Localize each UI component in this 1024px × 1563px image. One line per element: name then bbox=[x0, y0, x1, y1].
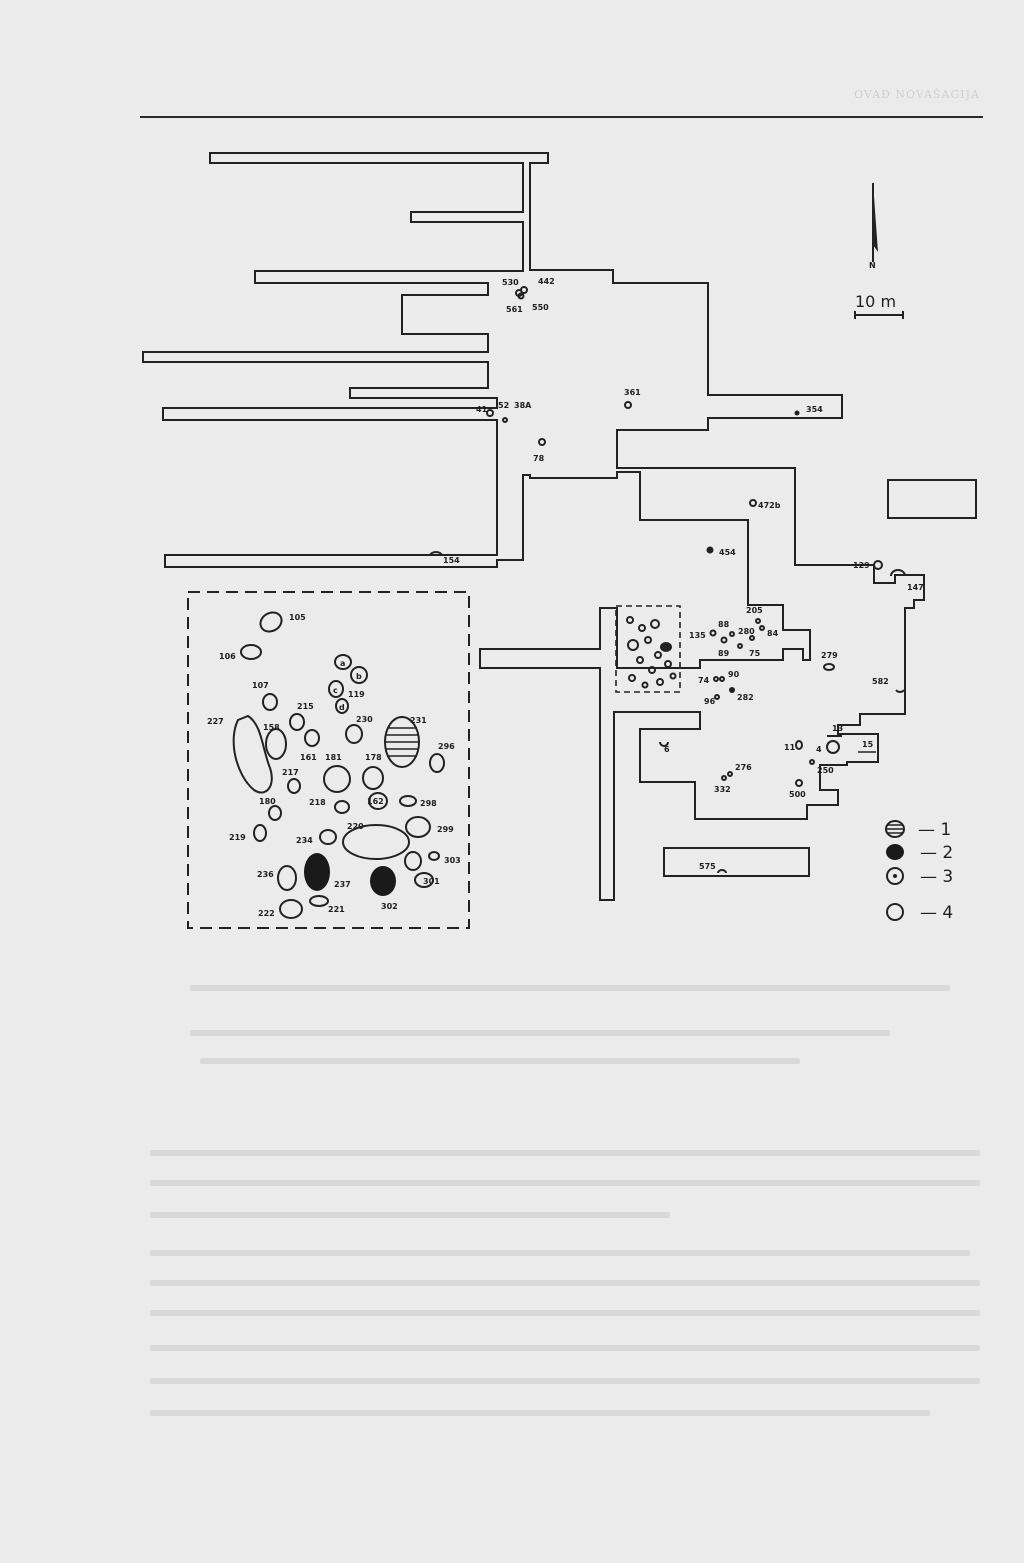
feature-label: 298 bbox=[420, 799, 437, 808]
feature-label: 13 bbox=[832, 724, 843, 733]
running-head: OVAÐ NOVAŠAGIJA bbox=[854, 88, 980, 101]
feature-label: 237 bbox=[334, 880, 351, 889]
feature-label: 582 bbox=[872, 677, 889, 686]
feature-label: 301 bbox=[423, 877, 440, 886]
feature-label: 221 bbox=[328, 905, 345, 914]
feature-cluster-southeast: 13 6 11 4 15 276 250 332 500 575 bbox=[659, 724, 876, 874]
feature-label: 217 bbox=[282, 768, 299, 777]
feature-label: 119 bbox=[348, 690, 365, 699]
trench-outline bbox=[142, 152, 977, 901]
feature-label: 500 bbox=[789, 790, 806, 799]
hatched-pit-231 bbox=[384, 716, 420, 768]
feature-label: 227 bbox=[207, 717, 224, 726]
feature-label: 279 bbox=[821, 651, 838, 660]
feature-label: 52 bbox=[498, 401, 509, 410]
feature-label: 561 bbox=[506, 305, 523, 314]
feature-label: 234 bbox=[296, 836, 313, 845]
excavation-area-central bbox=[615, 605, 681, 693]
feature-label: 276 bbox=[735, 763, 752, 772]
legend-label: — 2 bbox=[920, 843, 953, 863]
feature-label: 250 bbox=[817, 766, 834, 775]
feature-label: 129 bbox=[853, 561, 870, 570]
feature-label: 90 bbox=[728, 670, 740, 679]
feature-label: b bbox=[356, 672, 362, 681]
dotted-circle-icon bbox=[886, 867, 904, 885]
feature-label: 135 bbox=[689, 631, 706, 640]
feature-label: 354 bbox=[806, 405, 823, 414]
feature-label: 230 bbox=[356, 715, 373, 724]
filled-oval-icon bbox=[886, 844, 904, 860]
feature-label: 147 bbox=[907, 583, 924, 592]
feature-label: 158 bbox=[263, 723, 280, 732]
feature-label: 88 bbox=[718, 620, 730, 629]
feature-label: 220 bbox=[347, 822, 364, 831]
feature-label: 302 bbox=[381, 902, 398, 911]
feature-label: a bbox=[340, 659, 345, 668]
feature-label: 236 bbox=[257, 870, 274, 879]
feature-label: 442 bbox=[538, 277, 555, 286]
feature-label: 75 bbox=[749, 649, 761, 658]
feature-label: 154 bbox=[443, 556, 460, 565]
feature-label: 550 bbox=[532, 303, 549, 312]
feature-label: 6 bbox=[664, 745, 670, 754]
feature-label: 219 bbox=[229, 833, 246, 842]
feature-label: 303 bbox=[444, 856, 461, 865]
feature-label: 231 bbox=[410, 716, 427, 725]
feature-cluster-central: 205 88 280 84 135 89 75 279 74 90 96 282… bbox=[626, 606, 905, 706]
feature-label: 4 bbox=[816, 745, 822, 754]
header-rule bbox=[140, 116, 983, 118]
feature-label: 530 bbox=[502, 278, 519, 287]
feature-label: 215 bbox=[297, 702, 314, 711]
legend-label: — 4 bbox=[920, 903, 953, 923]
feature-label: 222 bbox=[258, 909, 275, 918]
scale-bar: 10 m bbox=[854, 292, 904, 319]
feature-label: 38A bbox=[514, 401, 532, 410]
feature-label: c bbox=[333, 686, 338, 695]
feature-label: 106 bbox=[219, 652, 236, 661]
feature-label: 181 bbox=[325, 753, 342, 762]
feature-label: d bbox=[339, 703, 345, 712]
feature-label: 105 bbox=[289, 613, 306, 622]
feature-label: 361 bbox=[624, 388, 641, 397]
feature-label: 41 bbox=[476, 405, 488, 414]
feature-label: 218 bbox=[309, 798, 326, 807]
scale-label: 10 m bbox=[855, 292, 896, 311]
feature-label: 178 bbox=[365, 753, 382, 762]
feature-cluster-west: 105 106 a b c d 119 107 215 158 227 230 … bbox=[207, 611, 461, 919]
feature-label: 162 bbox=[367, 797, 384, 806]
north-arrow-icon: N bbox=[869, 183, 878, 270]
legend-label: — 3 bbox=[920, 867, 953, 887]
feature-label: 78 bbox=[533, 454, 545, 463]
feature-label: 205 bbox=[746, 606, 763, 615]
feature-label: 282 bbox=[737, 693, 754, 702]
feature-label: 454 bbox=[719, 548, 736, 557]
feature-label: 15 bbox=[862, 740, 874, 749]
feature-label: 296 bbox=[438, 742, 455, 751]
hatched-oval-icon bbox=[885, 820, 905, 838]
feature-label: 96 bbox=[704, 697, 716, 706]
feature-label: 107 bbox=[252, 681, 269, 690]
feature-label: 74 bbox=[698, 676, 710, 685]
feature-label: 89 bbox=[718, 649, 730, 658]
feature-label: 280 bbox=[738, 627, 755, 636]
feature-label: 299 bbox=[437, 825, 454, 834]
feature-label: 161 bbox=[300, 753, 317, 762]
feature-label: 332 bbox=[714, 785, 731, 794]
feature-cluster-north: 530 442 561 550 361 354 41 52 38A 78 472… bbox=[429, 277, 924, 592]
open-circle-icon bbox=[886, 903, 904, 921]
feature-label: 472b bbox=[758, 501, 781, 510]
legend-label: — 1 bbox=[918, 820, 951, 840]
feature-label: 84 bbox=[767, 629, 779, 638]
feature-label: 575 bbox=[699, 862, 716, 871]
north-label: N bbox=[869, 261, 876, 270]
feature-label: 180 bbox=[259, 797, 276, 806]
feature-label: 11 bbox=[784, 743, 796, 752]
excavation-area-west bbox=[187, 591, 470, 929]
